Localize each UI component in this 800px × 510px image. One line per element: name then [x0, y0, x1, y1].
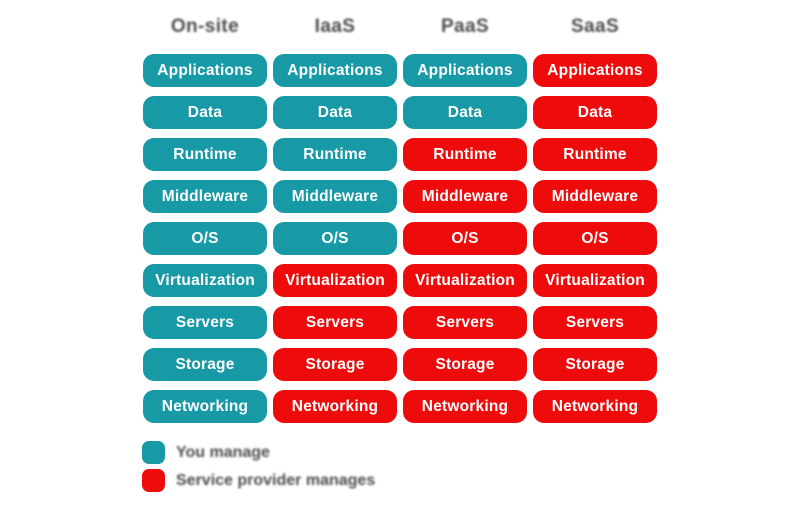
- pill-paas-runtime: Runtime: [403, 138, 527, 171]
- pill-saas-runtime: Runtime: [533, 138, 657, 171]
- pill-saas-middleware: Middleware: [533, 180, 657, 213]
- column-header-iaas: IaaS: [314, 16, 356, 37]
- pill-iaas-applications: Applications: [273, 54, 397, 87]
- pill-iaas-runtime: Runtime: [273, 138, 397, 171]
- pill-onsite-storage: Storage: [143, 348, 267, 381]
- pill-onsite-data: Data: [143, 96, 267, 129]
- pill-onsite-os: O/S: [143, 222, 267, 255]
- column-headers: On-site IaaS PaaS SaaS: [143, 16, 657, 38]
- pill-iaas-servers: Servers: [273, 306, 397, 339]
- column-header-saas: SaaS: [570, 16, 620, 37]
- pill-onsite-virtualization: Virtualization: [143, 264, 267, 297]
- legend-swatch-you-manage: [142, 441, 165, 464]
- pill-paas-applications: Applications: [403, 54, 527, 87]
- pill-onsite-applications: Applications: [143, 54, 267, 87]
- pill-saas-applications: Applications: [533, 54, 657, 87]
- legend-label-provider-manages: Service provider manages: [176, 471, 376, 489]
- pill-onsite-servers: Servers: [143, 306, 267, 339]
- pill-paas-middleware: Middleware: [403, 180, 527, 213]
- pill-paas-os: O/S: [403, 222, 527, 255]
- pill-saas-data: Data: [533, 96, 657, 129]
- pill-saas-virtualization: Virtualization: [533, 264, 657, 297]
- pill-saas-networking: Networking: [533, 390, 657, 423]
- column-header-paas: PaaS: [440, 16, 490, 37]
- pill-iaas-middleware: Middleware: [273, 180, 397, 213]
- pill-saas-os: O/S: [533, 222, 657, 255]
- pill-paas-storage: Storage: [403, 348, 527, 381]
- pill-iaas-storage: Storage: [273, 348, 397, 381]
- pill-paas-virtualization: Virtualization: [403, 264, 527, 297]
- pill-iaas-data: Data: [273, 96, 397, 129]
- pill-paas-servers: Servers: [403, 306, 527, 339]
- pill-onsite-runtime: Runtime: [143, 138, 267, 171]
- pill-onsite-networking: Networking: [143, 390, 267, 423]
- pill-saas-storage: Storage: [533, 348, 657, 381]
- pill-iaas-virtualization: Virtualization: [273, 264, 397, 297]
- legend-label-you-manage: You manage: [176, 443, 270, 461]
- column-header-onsite: On-site: [170, 16, 240, 37]
- pill-paas-networking: Networking: [403, 390, 527, 423]
- pill-iaas-os: O/S: [273, 222, 397, 255]
- pill-paas-data: Data: [403, 96, 527, 129]
- legend-item-you-manage: You manage: [142, 441, 375, 464]
- pill-onsite-middleware: Middleware: [143, 180, 267, 213]
- pill-saas-servers: Servers: [533, 306, 657, 339]
- legend: You manage Service provider manages: [142, 441, 375, 492]
- legend-swatch-provider-manages: [142, 469, 165, 492]
- layers-grid: Applications Data Runtime Middleware O/S…: [143, 54, 657, 423]
- legend-item-provider-manages: Service provider manages: [142, 469, 375, 492]
- pill-iaas-networking: Networking: [273, 390, 397, 423]
